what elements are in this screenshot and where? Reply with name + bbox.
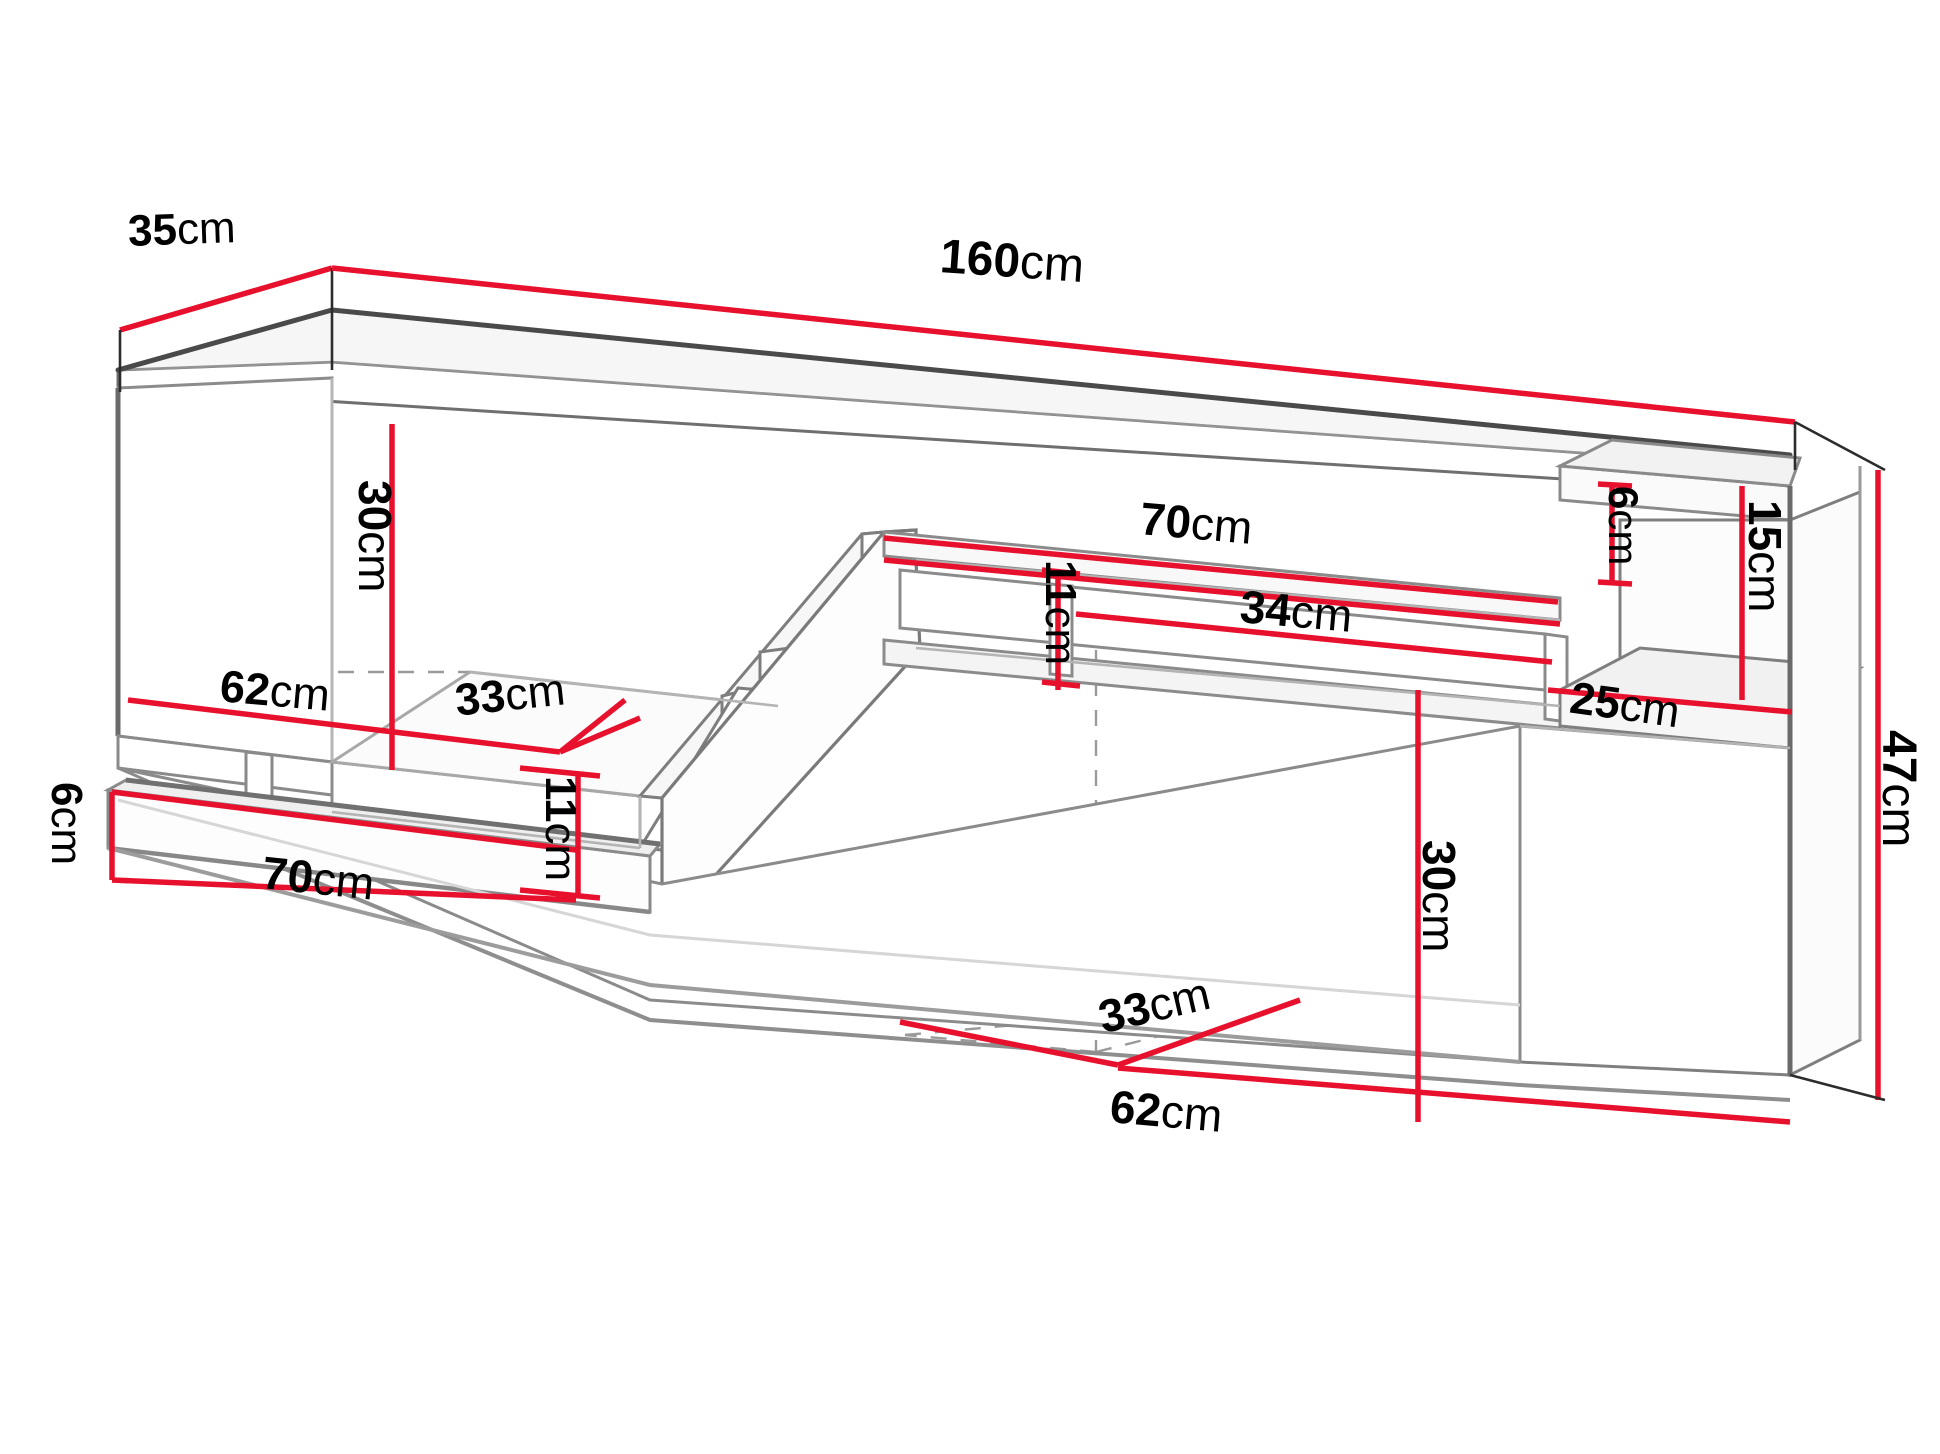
dimension-value-160: 160: [938, 230, 1022, 289]
dim-line-160: [331, 265, 1796, 425]
dimension-value-62-left: 62: [217, 660, 273, 716]
dimension-unit-30-right: cm: [1413, 891, 1465, 953]
dimension-unit-62-bottom: cm: [1158, 1084, 1225, 1142]
dimension-unit-15-right: cm: [1739, 551, 1791, 613]
dimension-unit-33-left: cm: [502, 663, 568, 721]
right-top-cap: [1554, 438, 1803, 522]
dimension-label-6-right: 6cm: [1600, 486, 1647, 566]
dimension-label-70-right: 70cm: [1137, 492, 1255, 554]
dimension-label-34-right: 34cm: [1237, 580, 1355, 642]
dim-line-11-left-top: [519, 765, 601, 779]
dimension-label-30-right: 30cm: [1413, 840, 1465, 953]
dimension-label-11-left: 11cm: [536, 776, 585, 882]
dim-line-35: [119, 265, 333, 333]
dim-tick-47-top: [1794, 420, 1886, 472]
front-rail-dark-top: [125, 777, 661, 847]
dimension-label-62-bottom: 62cm: [1107, 1080, 1225, 1142]
dim-line-33-left: [558, 697, 627, 755]
dimension-label-6-left: 6cm: [42, 782, 91, 866]
dimension-label-35: 35cm: [127, 203, 237, 256]
dimension-unit-62-left: cm: [267, 664, 333, 721]
dimension-label-47: 47cm: [1872, 730, 1925, 848]
dimension-value-15-right: 15: [1739, 500, 1791, 552]
dim-line-70-left-b: [111, 877, 577, 903]
dim-line-6-rightcap-t: [1597, 481, 1633, 489]
dim-line-33-bottom: [1117, 997, 1301, 1068]
dim-line-70-left: [111, 789, 577, 853]
front-slab-lower: [107, 846, 1521, 1064]
dimension-unit-30-left: cm: [349, 531, 401, 593]
dimension-unit-11-left: cm: [536, 822, 585, 882]
dimension-unit-25-right: cm: [1616, 678, 1684, 738]
dimension-value-70-left: 70: [259, 846, 316, 904]
dimension-unit-47: cm: [1872, 783, 1925, 848]
dim-line-11-right-top: [1041, 567, 1081, 577]
dim-line-34-right: [1075, 611, 1553, 665]
dimension-value-33-left: 33: [452, 669, 508, 726]
dim-line-33-left-b: [558, 715, 642, 755]
dimension-label-160: 160cm: [938, 230, 1086, 293]
dim-line-70-right: [883, 535, 1559, 605]
dimension-value-6-right: 6: [1600, 486, 1647, 510]
dimension-value-62-bottom: 62: [1107, 1080, 1164, 1137]
dimension-unit-35: cm: [176, 203, 237, 255]
dimension-unit-70-right: cm: [1188, 496, 1255, 554]
top-long-edge: [329, 307, 1793, 458]
dimension-unit-34-right: cm: [1288, 584, 1355, 642]
dimension-unit-11-right: cm: [1036, 606, 1085, 666]
dimension-unit-160: cm: [1018, 235, 1086, 293]
dimension-label-70-left: 70cm: [259, 846, 377, 910]
front-bottom-lower-edge: [117, 798, 1791, 1102]
dimension-value-30-left: 30: [349, 480, 401, 532]
dim-line-11-left-bot: [519, 887, 601, 901]
dimension-label-62-left: 62cm: [217, 660, 332, 720]
dimension-label-11-right: 11cm: [1036, 560, 1085, 666]
dimension-value-47: 47: [1872, 730, 1925, 784]
dim-line-11-right-bot: [1041, 679, 1081, 689]
dimension-unit-6-left: cm: [42, 806, 91, 866]
dim-line-62-bottom-b: [1117, 1065, 1791, 1125]
dimension-value-6-left: 6: [42, 782, 91, 807]
dimension-value-25-right: 25: [1566, 671, 1624, 730]
dim-line-62-left: [127, 697, 561, 755]
dim-line-62-bottom: [899, 1019, 1119, 1068]
dimension-label-33-left: 33cm: [453, 663, 568, 725]
dimension-value-34-right: 34: [1237, 580, 1294, 637]
dimension-unit-6-right: cm: [1600, 509, 1647, 566]
dimension-value-30-right: 30: [1413, 840, 1465, 892]
dimension-label-15-right: 15cm: [1739, 500, 1791, 613]
dimension-value-11-left: 11: [536, 776, 585, 823]
interior-edges: [331, 558, 1791, 850]
dimension-unit-70-left: cm: [310, 851, 377, 910]
dim-line-70-right-b: [883, 557, 1561, 627]
dimension-value-11-right: 11: [1036, 560, 1085, 607]
dim-line-6-rightcap-b: [1597, 579, 1633, 587]
dimension-value-35: 35: [127, 205, 178, 256]
dimension-value-70-right: 70: [1137, 492, 1194, 549]
top-left-edge: [115, 307, 335, 373]
dimension-label-30-left: 30cm: [349, 480, 401, 593]
dim-line-25-right: [1547, 687, 1793, 715]
dim-tick-47-bot: [1789, 1073, 1886, 1102]
front-slab-shadow: [117, 798, 1521, 1007]
